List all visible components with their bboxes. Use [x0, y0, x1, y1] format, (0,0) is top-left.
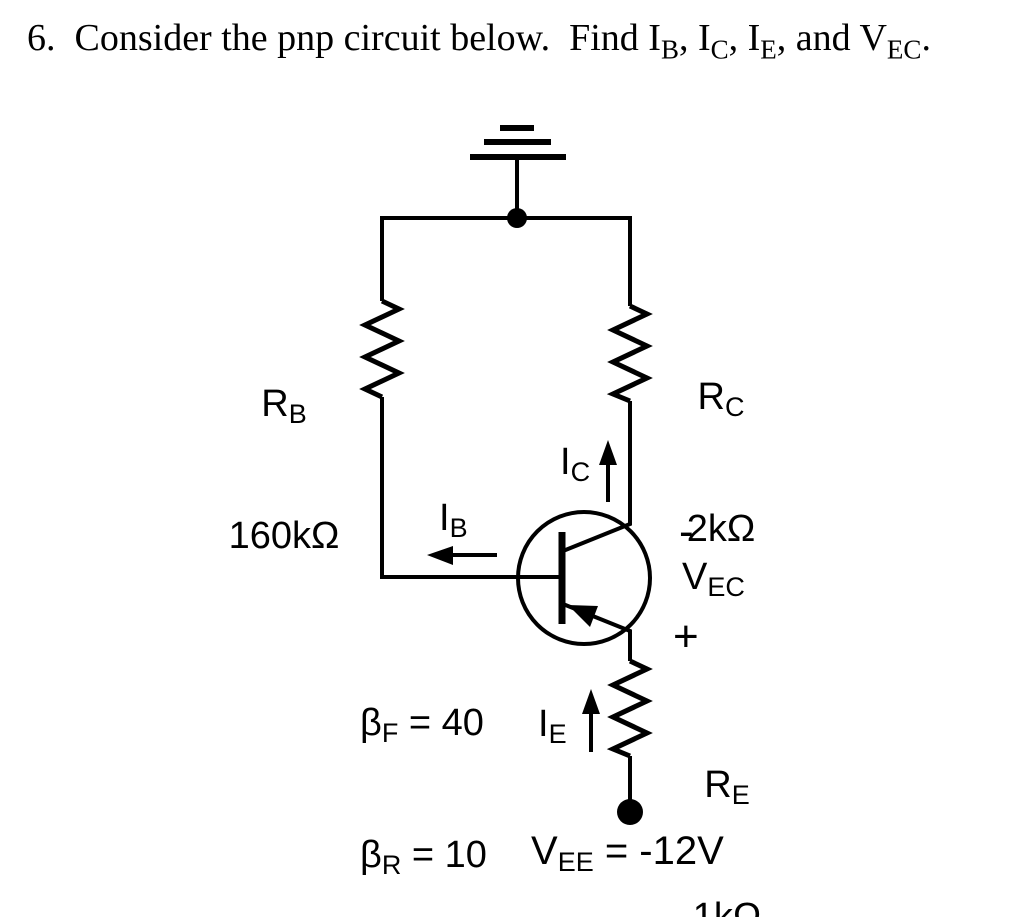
- title-sub-b: B: [660, 34, 679, 65]
- ground-icon: [470, 125, 566, 219]
- ic-current-arrow-icon: [599, 440, 617, 502]
- re-label: RE 1kΩ: [677, 678, 777, 917]
- base-wire: [380, 397, 560, 579]
- re-name: RE: [704, 763, 750, 810]
- vee-label: VEE = -12V: [531, 829, 724, 877]
- title-sub-ec: EC: [886, 34, 922, 65]
- vee-terminal-dot: [617, 799, 643, 825]
- re-value: 1kΩ: [677, 896, 777, 917]
- problem-title: 6. Consider the pnp circuit below. Find …: [27, 17, 931, 65]
- rc-name: RC: [697, 375, 745, 422]
- title-sub-e: E: [760, 34, 777, 65]
- ie-label: IE: [538, 703, 567, 749]
- ie-current-arrow-icon: [582, 689, 600, 752]
- top-node-dot: [507, 208, 527, 228]
- vec-minus-sign: -: [679, 507, 694, 556]
- rc-value: 2kΩ: [686, 508, 756, 551]
- collector-wire: [562, 401, 632, 553]
- beta-values: βF = 40 βR = 10: [360, 616, 487, 917]
- emitter-arrowhead-icon: [568, 605, 598, 627]
- vec-label: VEC: [682, 556, 745, 602]
- rb-name: RB: [261, 382, 307, 429]
- vec-plus-sign: +: [673, 612, 699, 661]
- ib-label: IB: [439, 497, 468, 543]
- rb-label: RB 160kΩ: [218, 297, 350, 644]
- beta-r-label: βR = 10: [360, 834, 487, 881]
- beta-f-label: βF = 40: [360, 701, 484, 748]
- title-text: 6. Consider the pnp circuit below. Find …: [27, 17, 661, 59]
- rc-label: RC 2kΩ: [662, 290, 780, 637]
- rb-resistor: [359, 298, 405, 400]
- transistor-body: [516, 510, 652, 646]
- ib-current-arrow-icon: [427, 546, 497, 565]
- rc-resistor: [606, 303, 653, 404]
- re-resistor: [606, 658, 653, 759]
- title-sub-c: C: [710, 34, 729, 65]
- ic-label: IC: [560, 441, 591, 487]
- rb-value: 160kΩ: [228, 515, 340, 558]
